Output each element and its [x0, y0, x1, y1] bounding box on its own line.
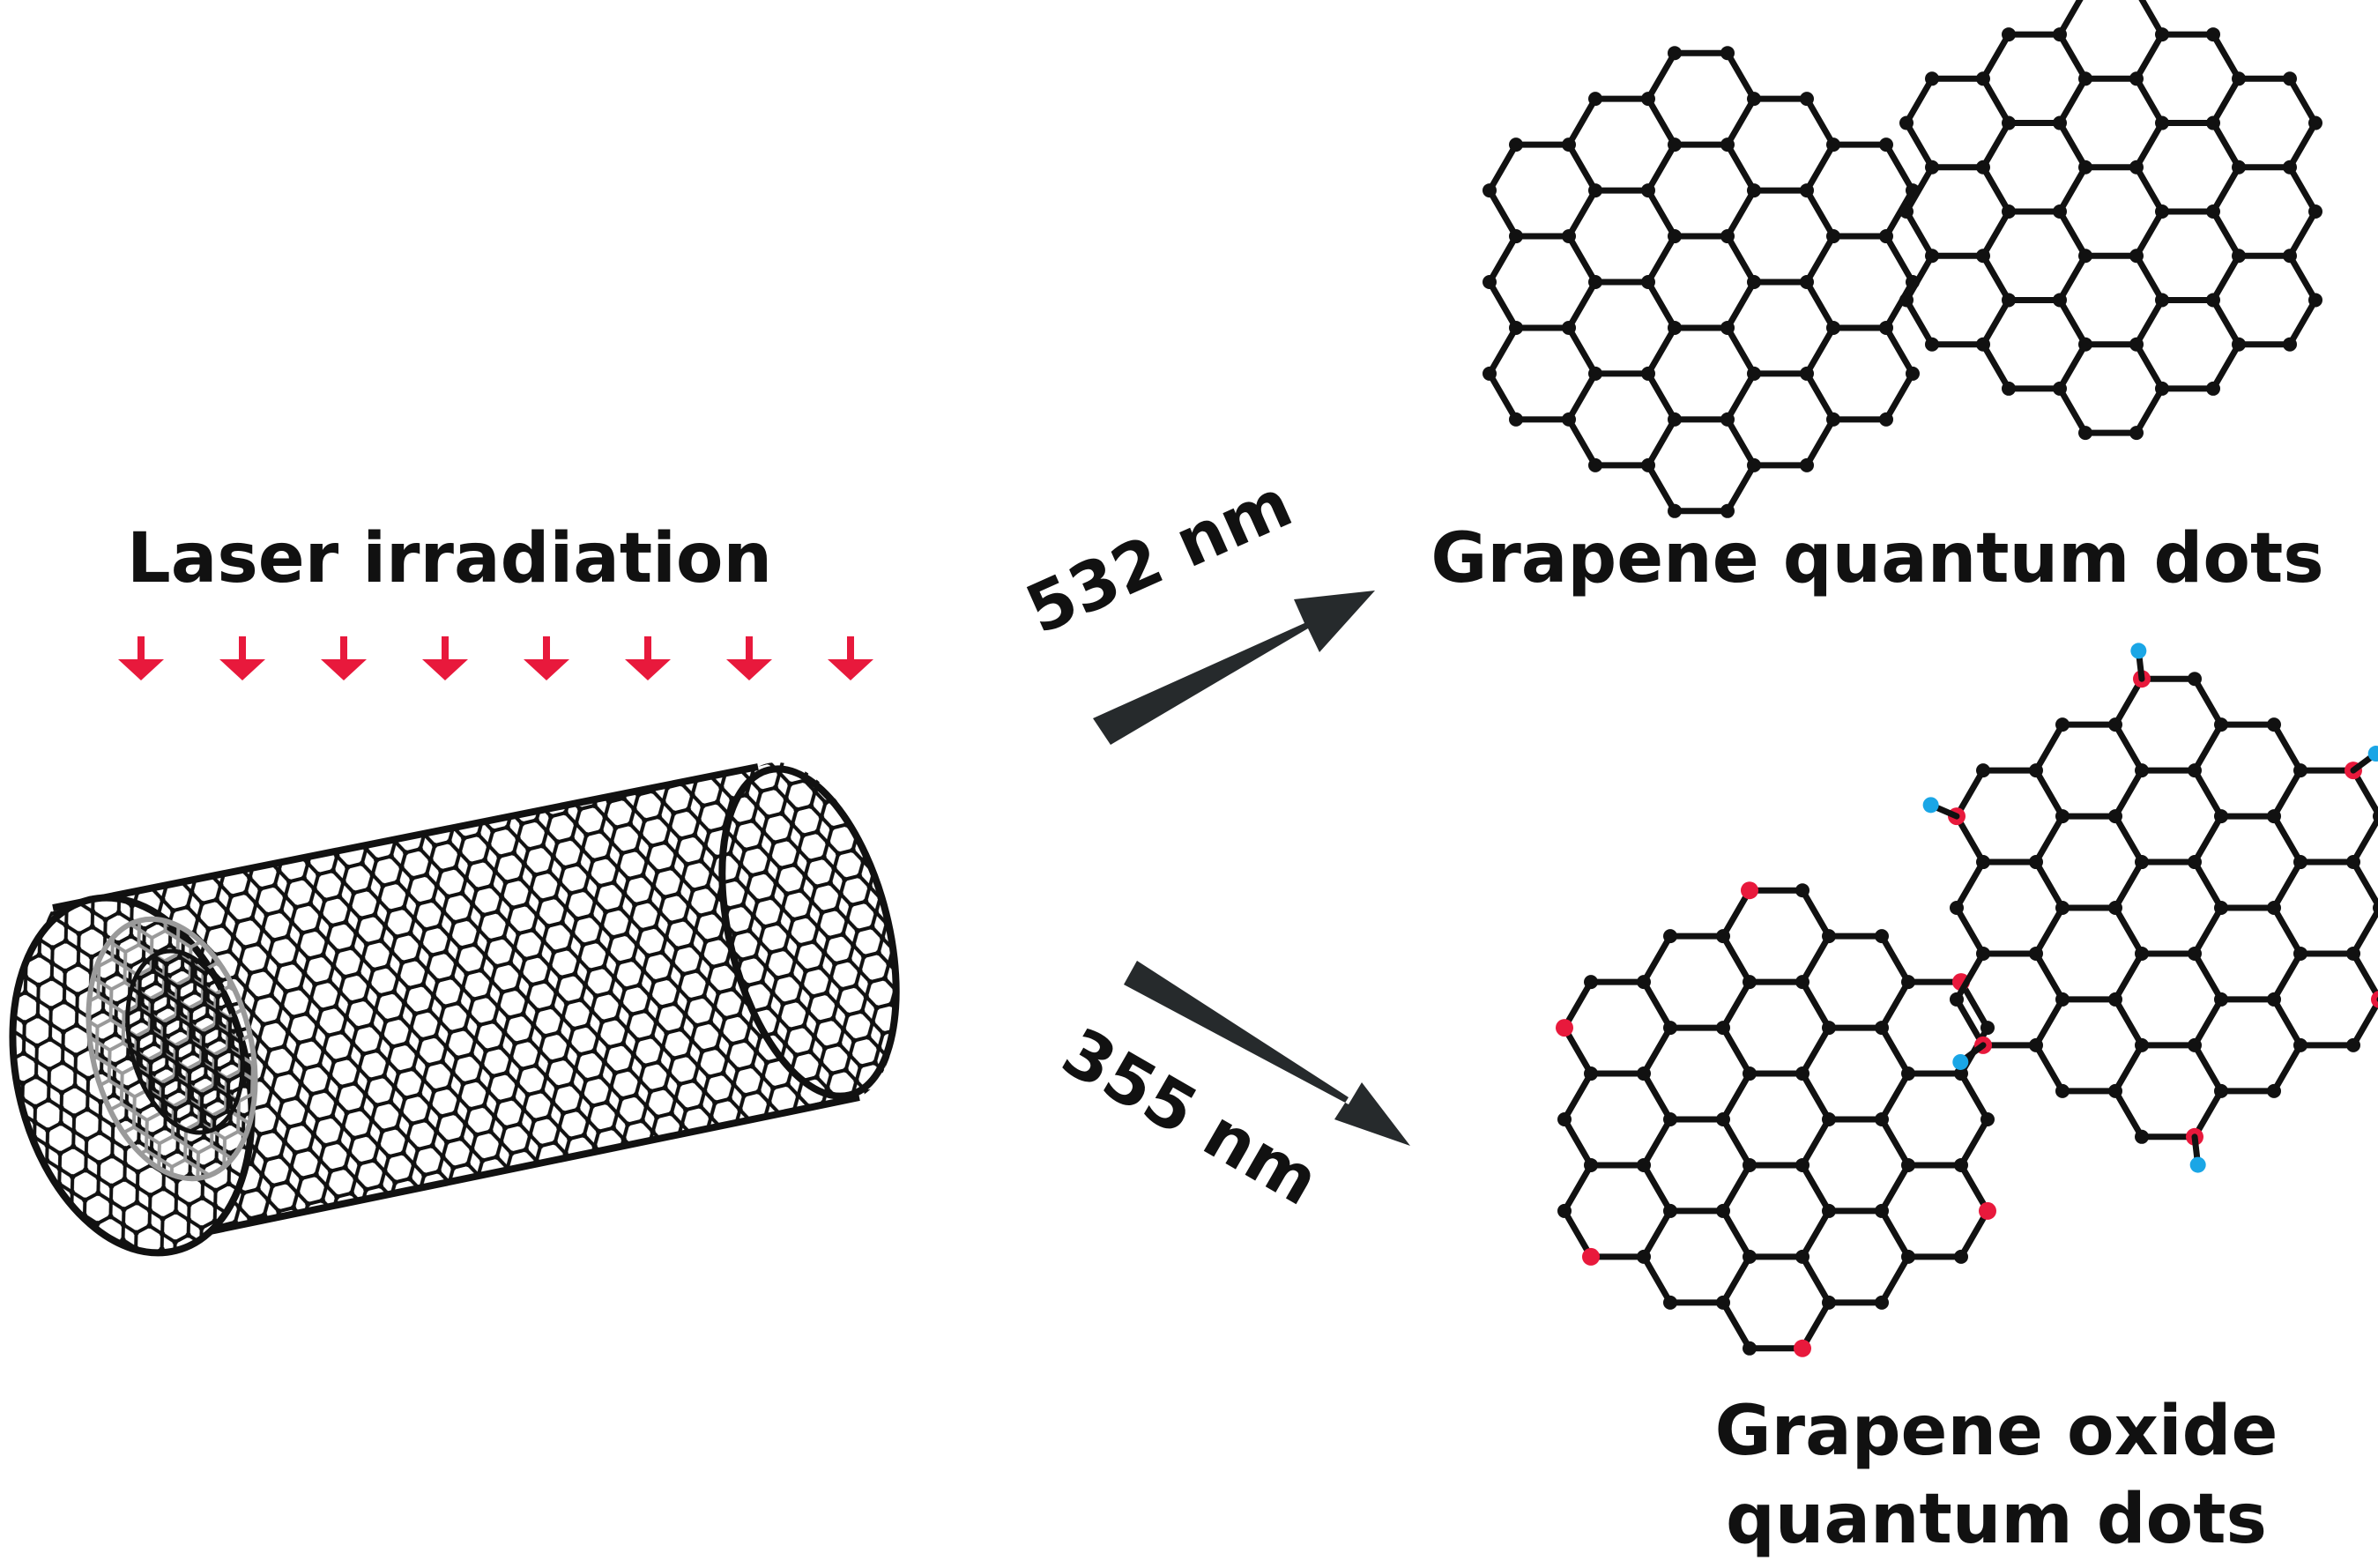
thick-arrow-icon-top — [1093, 591, 1375, 745]
graphene-quantum-dot-1 — [1483, 46, 1920, 518]
wavelength-532-label: 532 nm — [1014, 464, 1303, 650]
wavelength-355-label: 355 nm — [1050, 1013, 1332, 1221]
graphene-oxide-label-line2: quantum dots — [1726, 1480, 2267, 1559]
graphene-quantum-dot-2 — [1899, 0, 2322, 441]
graphene-quantum-dots-label: Grapene quantum dots — [1431, 519, 2323, 598]
down-arrow-icon — [625, 636, 671, 680]
graphene-oxide-quantum-dot-1 — [1556, 881, 1996, 1357]
carbon-nanotube — [9, 762, 900, 1257]
laser-arrow-row — [118, 636, 873, 680]
down-arrow-icon — [524, 636, 569, 680]
laser-irradiation-label: Laser irradiation — [127, 519, 772, 598]
down-arrow-icon — [828, 636, 873, 680]
down-arrow-icon — [422, 636, 468, 680]
down-arrow-icon — [219, 636, 265, 680]
down-arrow-icon — [321, 636, 367, 680]
down-arrow-icon — [726, 636, 772, 680]
graphene-oxide-quantum-dot-2 — [1922, 643, 2378, 1173]
down-arrow-icon — [118, 636, 164, 680]
thick-arrow-icon-bottom — [1124, 961, 1410, 1146]
graphene-oxide-label-line1: Grapene oxide — [1715, 1392, 2278, 1471]
